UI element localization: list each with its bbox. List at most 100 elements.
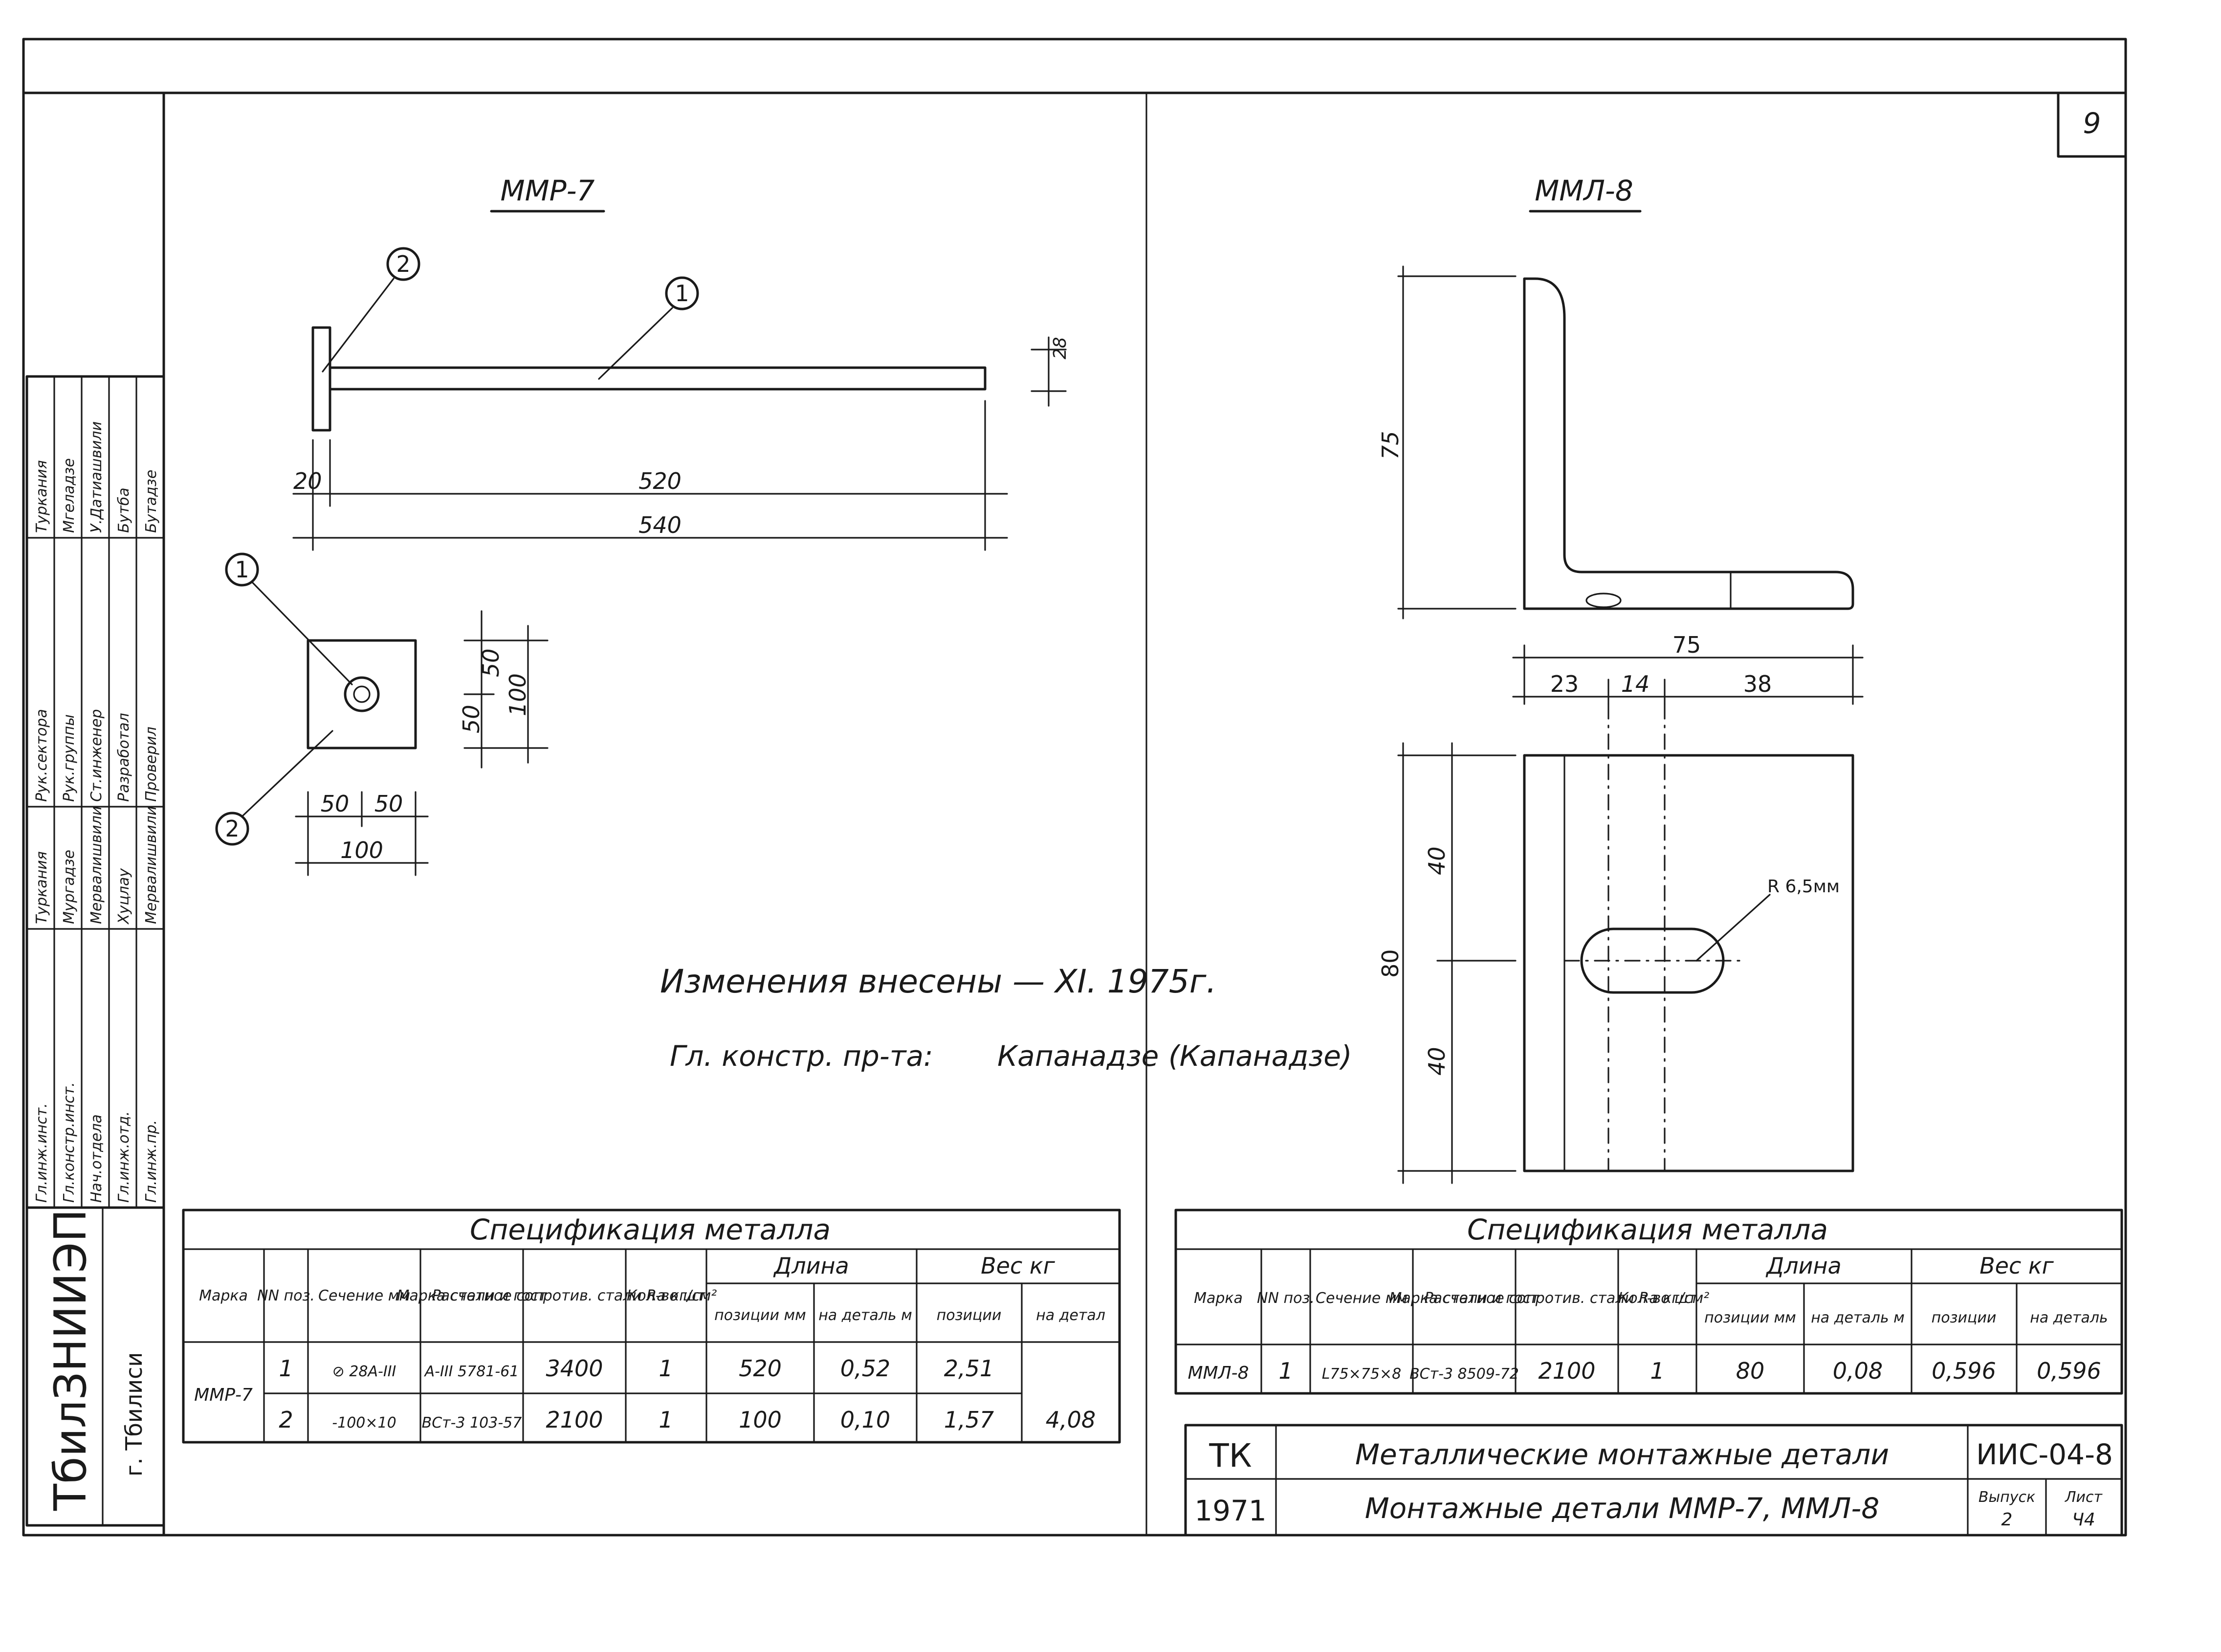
- title-block: ТК 1971 Металлические монтажные детали М…: [1184, 1424, 2123, 1537]
- spec-left-r2-length-det: 0,10: [840, 1407, 890, 1433]
- callout-2-leader: [322, 278, 395, 373]
- approval-name-2: Мургадзе: [61, 850, 78, 924]
- angle-plan: [1523, 754, 1854, 1172]
- spec-left-r1-pos: 1: [279, 1355, 293, 1382]
- title-line-2: Монтажные детали ММР-7, ММЛ-8: [1365, 1492, 1879, 1525]
- dim-20: 20: [293, 468, 322, 494]
- radius-leader: [1695, 894, 1771, 962]
- spec-left-h-length-pos: позиции мм: [714, 1307, 806, 1324]
- approval-role2-5: Проверил: [143, 727, 160, 802]
- title-series: ТК: [1209, 1437, 1252, 1475]
- change-note-signature: Капанадзе: [997, 1039, 1159, 1073]
- right-detail-title: ММЛ-8: [1535, 174, 1633, 207]
- spec-right-r1-length-pos: 80: [1736, 1358, 1765, 1384]
- spec-right-r1-weight-det: 0,596: [2037, 1358, 2101, 1384]
- spec-left-h-weight-det: на детал: [1036, 1307, 1105, 1324]
- spec-left-row-2: 2 -100×10 ВСт-3 103-57 2100 1 100 0,10 1…: [279, 1407, 994, 1433]
- spec-right-row-1: ММЛ-8 1 L75×75×8 ВСт-3 8509-72 2100 1 80…: [1187, 1358, 2101, 1384]
- spec-right-r1-steel: ВСт-3 8509-72: [1409, 1366, 1519, 1383]
- spec-right-h-weight: Вес кг: [1979, 1253, 2054, 1279]
- spec-right-r1-qty: 1: [1650, 1358, 1664, 1384]
- spec-left-r2-qty: 1: [659, 1407, 673, 1433]
- spec-left-r2-weight-pos: 1,57: [944, 1407, 994, 1433]
- spec-left-r1-weight-pos: 2,51: [944, 1355, 994, 1382]
- approval-role2-4: Разработал: [115, 713, 132, 802]
- approval-name2-1: Туркания: [33, 460, 50, 533]
- dim-540: 540: [638, 512, 682, 538]
- plate-callout-2-leader: [241, 730, 333, 817]
- approval-role-2: Гл.констр.инст.: [61, 1082, 78, 1203]
- callout-2-circle: [386, 247, 420, 281]
- spec-right-r1-length-det: 0,08: [1833, 1358, 1883, 1384]
- spec-right-r1-resistance: 2100: [1538, 1358, 1595, 1384]
- spec-right-h-length-det: на деталь м: [1811, 1309, 1905, 1326]
- spec-right-h-pos: NN поз.: [1257, 1290, 1315, 1307]
- spec-right-r1-section: L75×75×8: [1322, 1366, 1401, 1383]
- dim-h75: 75: [1377, 431, 1404, 460]
- spec-left-mark: ММР-7: [194, 1385, 253, 1405]
- callout-2-label: 2: [396, 251, 410, 277]
- org-block: [25, 1206, 165, 1527]
- sheet-number-box: [2057, 91, 2127, 158]
- spec-table-right: Спецификация металла Марка NN поз. Сечен…: [1174, 1209, 2123, 1395]
- change-note-line1: Изменения внесены — XI. 1975г.: [660, 963, 1216, 1000]
- spec-right-r1-mark: ММЛ-8: [1187, 1363, 1249, 1383]
- dim-h50b: 50: [374, 791, 403, 817]
- spec-left-h-length-det: на деталь м: [818, 1307, 912, 1324]
- anchor-plate-side: [311, 326, 331, 432]
- sheet-number: 9: [2083, 107, 2101, 140]
- plate-callout-1-circle: [225, 552, 259, 587]
- spec-right-h-weight-pos: позиции: [1932, 1309, 1997, 1326]
- spec-left-weight-total: 4,08: [1046, 1407, 1096, 1433]
- spec-left-h-steel: Марка стали и гост: [396, 1287, 548, 1304]
- spec-left-r1-qty: 1: [659, 1355, 673, 1382]
- dim-v50b: 50: [458, 705, 484, 733]
- spec-left-r2-pos: 2: [279, 1407, 293, 1433]
- spec-left-title: Спецификация металла: [470, 1213, 831, 1246]
- anchor-plate-top: [307, 639, 417, 749]
- spec-left-r2-length-pos: 100: [739, 1407, 782, 1433]
- spec-left-r2-resistance: 2100: [546, 1407, 603, 1433]
- spec-right-r1-weight-pos: 0,596: [1932, 1358, 1996, 1384]
- spec-right-h-weight-det: на деталь: [2030, 1309, 2108, 1326]
- title-sheet: Ч4: [2072, 1510, 2095, 1530]
- outer-frame: [22, 38, 2127, 1537]
- dim-h50a: 50: [321, 791, 350, 817]
- callout-1-circle: [665, 276, 699, 310]
- dim-v50a: 50: [478, 648, 504, 677]
- callout-1-label: 1: [675, 280, 689, 307]
- dim-520: 520: [638, 468, 682, 494]
- dim-radius: R 6,5мм: [1767, 877, 1840, 897]
- approval-role-4: Гл.инж.отд.: [115, 1111, 132, 1203]
- change-note-name: (Капанадзе): [1168, 1039, 1352, 1073]
- spec-right-title: Спецификация металла: [1467, 1213, 1828, 1246]
- title-code: ИИС-04-8: [1976, 1438, 2113, 1471]
- plate-callout-2-circle: [215, 812, 249, 846]
- spec-left-r2-steel: ВСт-3 103-57: [422, 1414, 522, 1432]
- dim-23: 23: [1550, 671, 1579, 697]
- dim-w75: 75: [1672, 632, 1701, 658]
- approval-name2-4: Бутба: [115, 487, 132, 533]
- spec-right-h-length-pos: позиции мм: [1704, 1309, 1796, 1326]
- spec-left-r2-section: -100×10: [332, 1414, 396, 1432]
- approval-name-5: Мервалишвили: [143, 806, 160, 924]
- spec-left-r1-length-det: 0,52: [840, 1355, 890, 1382]
- weld-mark: [1585, 593, 1622, 608]
- spec-left-h-resistance: Расчетное сопротив. стали Ra кг/см²: [432, 1287, 717, 1304]
- spec-right-h-steel: Марка стали и гост: [1389, 1290, 1540, 1307]
- approval-role-3: Нач.отдела: [88, 1114, 105, 1203]
- title-sheet-label: Лист: [2065, 1489, 2103, 1506]
- dim-h40b: 40: [1424, 1047, 1450, 1076]
- spec-left-r1-section: ⊘ 28А-III: [332, 1363, 396, 1380]
- change-note-line2: Гл. констр. пр-та:: [670, 1039, 933, 1073]
- approval-role-1: Гл.инж.инст.: [33, 1103, 50, 1203]
- title-issue-label: Выпуск: [1979, 1489, 2035, 1506]
- bar-section-inner: [353, 685, 371, 703]
- approval-name-1: Туркания: [33, 851, 50, 924]
- approval-role2-2: Рук.группы: [61, 714, 78, 802]
- spec-left-r1-steel: А-III 5781-61: [424, 1363, 519, 1380]
- spec-table-left: Спецификация металла Марка NN поз. Сечен…: [182, 1209, 1121, 1444]
- org-city: г. Тбилиси: [121, 1352, 147, 1476]
- approval-name-4: Хуцлау: [115, 868, 132, 925]
